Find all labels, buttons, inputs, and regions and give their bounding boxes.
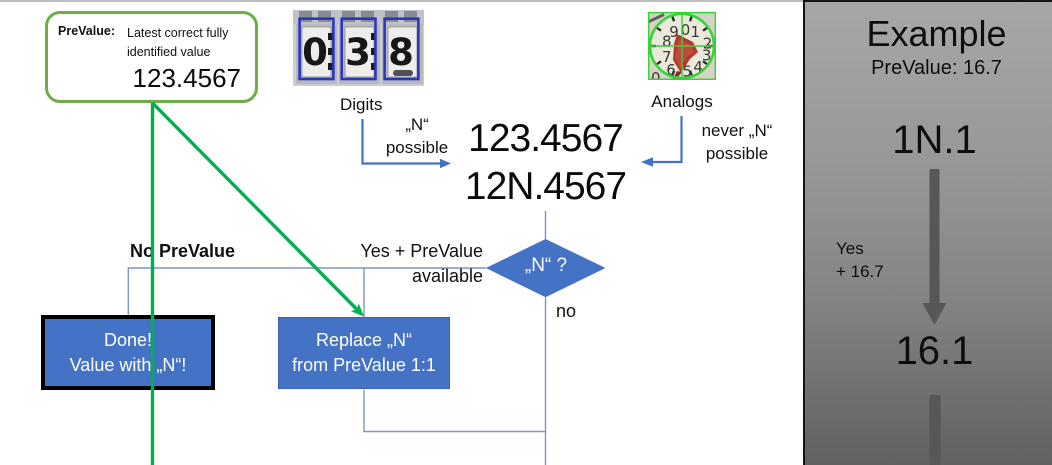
prevalue-label: PreValue:	[58, 24, 115, 38]
example-down-arrow	[922, 169, 947, 465]
replace-box: Replace „N“ from PreValue 1:1	[278, 317, 450, 389]
example-title: Example	[866, 13, 1007, 54]
no-prevalue-label: No PreValue	[130, 241, 236, 261]
done-box-line1: Done!	[103, 329, 153, 350]
svg-text:0: 0	[651, 69, 661, 80]
done-box-line2: Value with „N“!	[69, 354, 187, 375]
value-line1: 123.4567	[468, 117, 624, 160]
prevalue-value: 123.4567	[132, 63, 241, 93]
svg-text:3: 3	[345, 31, 371, 74]
example-arrow-label: Yes+ 16.7	[836, 239, 884, 281]
svg-text:6: 6	[666, 61, 676, 79]
digits-image: 0 3 8	[293, 10, 424, 86]
digits-caption: Digits	[340, 95, 383, 114]
svg-text:9: 9	[669, 23, 679, 41]
example-panel: Example PreValue: 16.7 1N.1 16.1 Yes+ 16…	[803, 0, 1052, 465]
no-branch-label: no	[556, 301, 577, 321]
recognized-values: 123.4567 12N.4567	[445, 115, 646, 211]
svg-text:7: 7	[662, 48, 672, 66]
analogs-arrow-note: never „N“possible	[701, 121, 773, 163]
svg-text:8: 8	[662, 33, 672, 51]
analogs-caption: Analogs	[651, 92, 713, 111]
svg-text:8: 8	[388, 31, 414, 74]
example-value-before: 1N.1	[892, 118, 977, 162]
slide-top-edge	[0, 0, 805, 2]
svg-text:1: 1	[691, 23, 701, 41]
replace-box-line2: from PreValue 1:1	[292, 355, 436, 375]
example-value-after: 16.1	[895, 329, 974, 373]
svg-text:5: 5	[683, 63, 693, 81]
decision-diamond-label: „N“ ?	[524, 255, 568, 276]
svg-text:2: 2	[703, 35, 713, 53]
svg-text:0: 0	[302, 31, 328, 74]
done-box: Done! Value with „N“!	[41, 315, 215, 390]
replace-box-line1: Replace „N“	[315, 330, 413, 350]
svg-text:3: 3	[702, 47, 712, 65]
svg-text:4: 4	[693, 58, 703, 76]
svg-text:0: 0	[681, 21, 691, 39]
example-subtitle: PreValue: 16.7	[871, 57, 1002, 79]
value-line2: 12N.4567	[464, 165, 627, 208]
analogs-image: 0 1 2 3 4 5 6 7 8 9 0	[648, 12, 716, 80]
